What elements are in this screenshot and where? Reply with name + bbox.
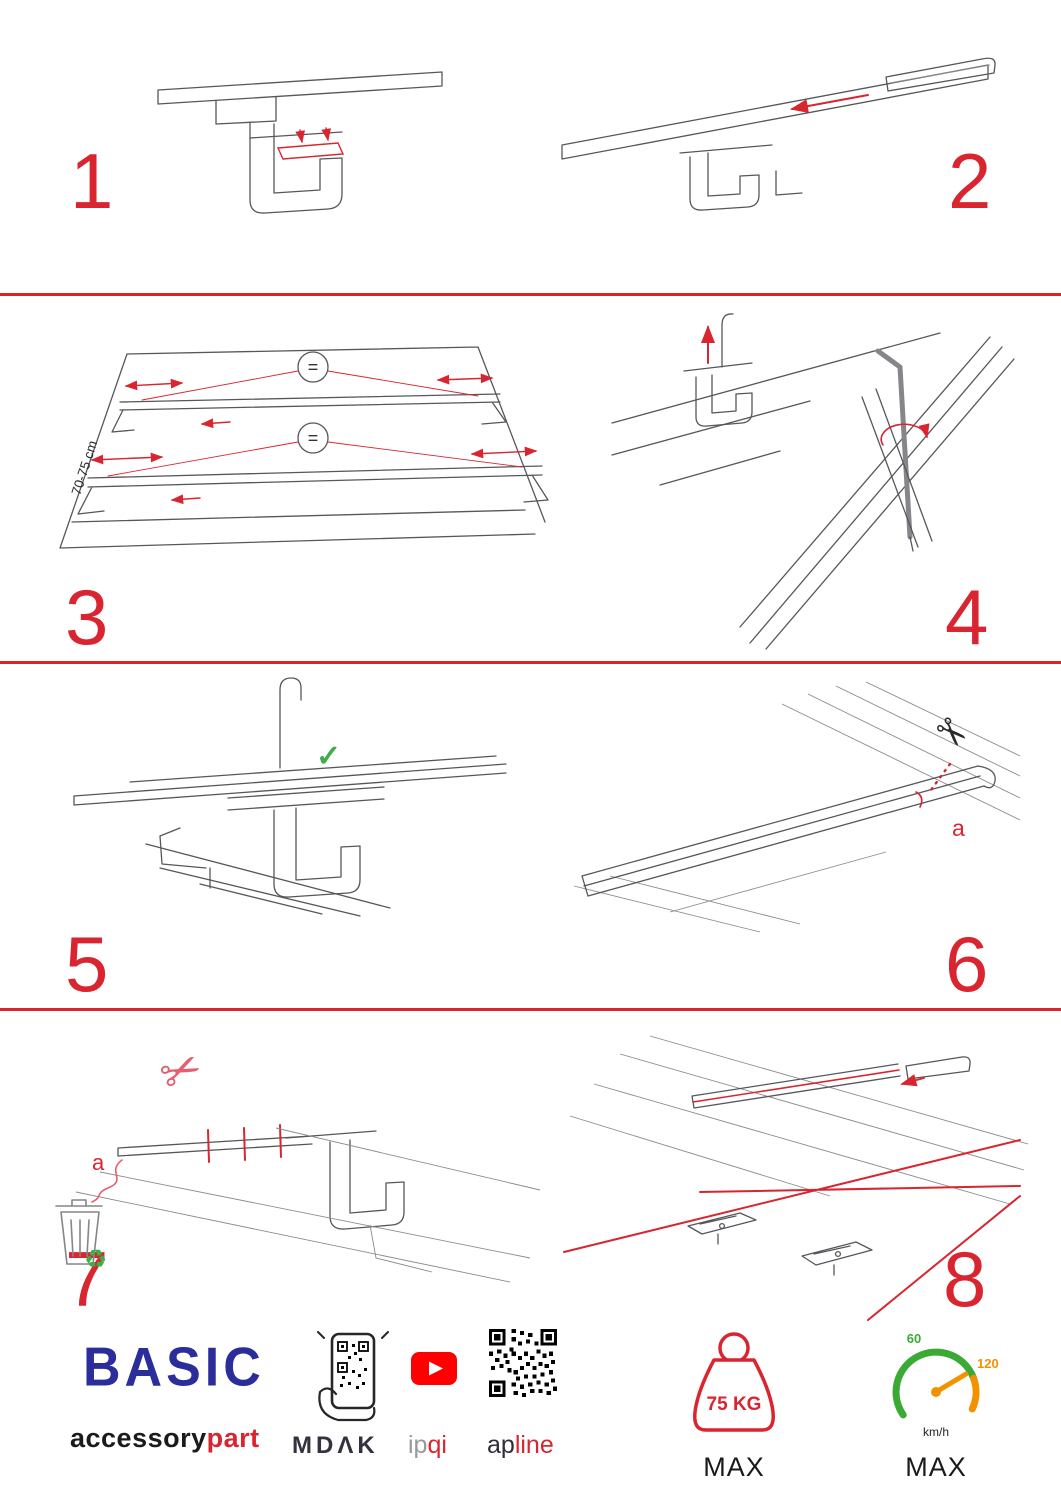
equals-badge-bottom	[297, 422, 329, 454]
equals-symbol-top: =	[308, 357, 319, 377]
step-number-3: 3	[65, 573, 109, 661]
brand-logo-basic: BASIC	[83, 1337, 265, 1398]
step-4-illustration	[600, 305, 1020, 650]
cut-label: a	[952, 815, 965, 841]
step-7-illustration: ✂ a ♻	[40, 1020, 541, 1310]
alignment-lines	[563, 1139, 1021, 1321]
equals-symbol-bottom: =	[308, 428, 319, 448]
speed-unit: km/h	[923, 1425, 949, 1439]
logo-ipqi-gray: ip	[408, 1431, 428, 1459]
trash-bin-icon	[55, 1199, 103, 1265]
weight-limit-icon: 75 KG	[678, 1326, 790, 1444]
step-6-illustration: ✂ a	[550, 680, 1021, 940]
slide-direction-arrow	[790, 94, 869, 113]
cut-marks	[207, 1124, 282, 1163]
brand-sub-red: part	[206, 1423, 260, 1453]
weight-value: 75 KG	[707, 1394, 762, 1415]
hook-rod	[279, 677, 302, 769]
logo-apline-black: ap	[487, 1431, 515, 1459]
brand-sub-black: accessory	[70, 1423, 207, 1453]
qr-code	[489, 1329, 557, 1397]
speedometer-icon: 60 120 km/h	[882, 1330, 999, 1442]
recycle-icon: ♻	[84, 1244, 107, 1274]
divider-1	[0, 293, 1061, 296]
cut-line	[926, 762, 952, 796]
speed-tick-low: 60	[907, 1331, 921, 1346]
step-number-4: 4	[945, 573, 989, 661]
logo-apline: apline	[487, 1431, 554, 1460]
logo-ipqi-red: qi	[427, 1431, 447, 1459]
step-number-2: 2	[948, 137, 992, 225]
end-cap	[905, 1056, 971, 1080]
speed-tick-high: 120	[977, 1356, 999, 1371]
divider-3	[0, 1008, 1061, 1011]
step-number-6: 6	[945, 920, 989, 1008]
end-cap	[885, 57, 996, 92]
hook-rod	[721, 313, 734, 368]
scissors-icon: ✂	[152, 1039, 211, 1104]
logo-mdak: MDΛK	[292, 1432, 379, 1459]
discard-line	[91, 1159, 123, 1203]
rotate-arrow	[880, 423, 930, 446]
speedometer-needle	[933, 1371, 969, 1395]
allen-key	[875, 348, 913, 540]
measurement-label: 70-75 cm	[69, 439, 101, 497]
strip-line	[692, 1069, 900, 1103]
divider-2	[0, 661, 1061, 664]
rubber-pad-highlight	[276, 142, 345, 160]
step-5-illustration: ✓	[60, 668, 520, 938]
scissors-icon: ✂	[924, 707, 976, 759]
youtube-icon	[411, 1352, 457, 1385]
brand-sub-logo: accessorypart	[70, 1423, 260, 1454]
step-3-illustration: = = 70-75 cm	[30, 310, 560, 570]
step-number-1: 1	[70, 137, 114, 225]
phone-qr-icon	[312, 1326, 392, 1424]
weight-max-label: MAX	[703, 1452, 765, 1482]
step-2-illustration	[540, 25, 1010, 225]
equals-badge-top	[297, 351, 329, 383]
step-1-illustration	[150, 50, 450, 250]
cut-label: a	[92, 1150, 105, 1175]
logo-ipqi: ipqi	[408, 1431, 447, 1460]
logo-apline-red: line	[514, 1431, 554, 1459]
bar-end	[977, 765, 996, 789]
step-8-illustration	[550, 1020, 1030, 1321]
speed-max-label: MAX	[905, 1452, 967, 1482]
step-number-5: 5	[65, 920, 109, 1008]
